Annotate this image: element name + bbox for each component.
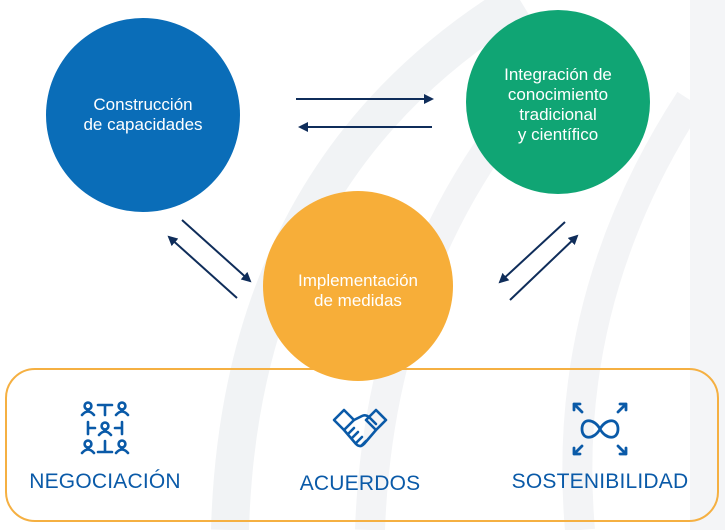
arrow-implementacion-to-integracion — [509, 234, 579, 301]
infinity-expand-icon — [572, 402, 628, 456]
pillar-acuerdos: ACUERDOS — [290, 400, 430, 496]
node-label-line: Construcción — [93, 95, 193, 114]
pillar-label-negociacion: NEGOCIACIÓN — [29, 470, 181, 493]
node-construccion-capacidades: Construcción de capacidades — [46, 18, 240, 212]
people-network-icon — [80, 401, 130, 455]
pillar-label-acuerdos: ACUERDOS — [299, 472, 421, 495]
arrow-capacidades-to-implementacion — [181, 219, 252, 283]
node-label-line: de medidas — [314, 291, 402, 310]
arrow-integracion-to-implementacion — [498, 221, 566, 284]
pillar-label-sostenibilidad: SOSTENIBILIDAD — [511, 470, 689, 493]
node-label-line: Integración de — [504, 65, 612, 84]
node-label-line: Implementación — [297, 271, 418, 290]
node-integracion-conocimiento: Integración de conocimiento tradicional … — [466, 10, 650, 194]
node-label-line: de capacidades — [83, 115, 203, 134]
pillar-sostenibilidad: SOSTENIBILIDAD — [500, 400, 700, 494]
handshake-icon — [332, 408, 388, 448]
pillar-negociacion: NEGOCIACIÓN — [29, 400, 181, 494]
node-label-line: conocimiento — [507, 85, 609, 104]
node-implementacion-medidas: Implementación de medidas — [263, 191, 453, 381]
node-label-line: y científico — [517, 125, 599, 144]
arrow-implementacion-to-capacidades — [167, 235, 238, 299]
node-label-line: tradicional — [519, 105, 597, 124]
